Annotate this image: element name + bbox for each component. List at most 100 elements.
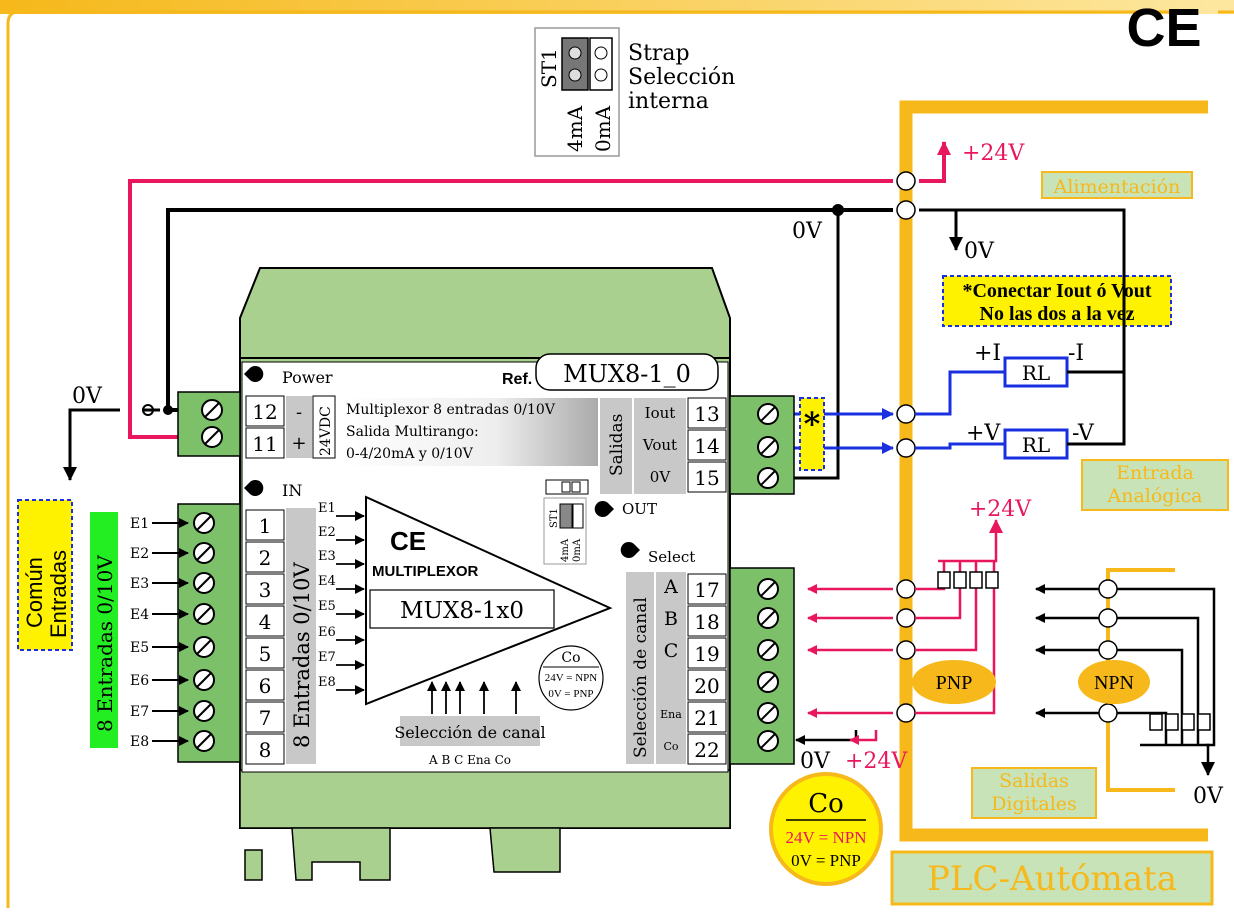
note-line-1: *Conectar Iout ó Vout [962,280,1151,302]
svg-text:5: 5 [259,642,272,666]
desc-line-1: Multiplexor 8 entradas 0/10V [346,402,556,418]
sel-box-label: Selección de canal [394,723,545,742]
strap-label: ST1 [537,48,561,88]
svg-text:0mA: 0mA [572,538,583,562]
svg-text:E4: E4 [318,574,336,589]
npn-label: NPN [1094,672,1134,694]
terminal-12: 12 [252,400,277,424]
co-big-title: Co [808,789,844,819]
strap-title-3: interna [628,89,709,114]
svg-text:Co: Co [561,650,580,666]
minus-i-label: -I [1068,341,1084,366]
desc-line-3: 0-4/20mA y 0/10V [346,446,474,462]
svg-text:E3: E3 [318,549,336,564]
npn-transistors [1149,713,1211,731]
svg-text:E1: E1 [130,516,149,532]
svg-text:6: 6 [259,674,272,698]
zero-v-bottom-label: 0V [1193,784,1224,809]
plus-v-label: +V [966,421,1001,446]
plc-automata-label: PLC-Autómata [927,859,1177,899]
strap-title-1: Strap [628,41,690,66]
svg-text:E4: E4 [130,607,149,623]
svg-text:17: 17 [694,578,719,602]
zero-v-tap-label: 0V [792,219,823,244]
plus24v-top-label: +24V [969,497,1032,522]
strap-opt-0ma: 0mA [591,105,615,152]
pnp-badge [912,660,996,704]
digitales-label: Digitales [991,793,1077,815]
screw-block-select [729,567,795,765]
out-label: OUT [622,500,657,518]
svg-text:4mA: 4mA [560,538,571,562]
plus24v-label: +24V [962,141,1025,166]
svg-text:Co: Co [663,740,678,753]
svg-text:2: 2 [259,546,272,570]
minus-v-label: -V [1072,421,1095,446]
ref-value: MUX8-1_0 [563,360,691,388]
svg-text:E6: E6 [318,625,336,640]
svg-text:E6: E6 [130,673,149,689]
svg-text:0V = PNP: 0V = PNP [548,688,593,700]
strap-title-2: Selección [628,65,735,90]
plc-bracket [899,100,1208,842]
in-label: IN [282,481,302,500]
pnp-transistors [937,571,999,589]
svg-text:Iout: Iout [645,404,676,422]
output-terminals: Iout Vout 0V 13 14 15 [642,397,727,493]
alimentacion-label: Alimentación [1053,176,1181,198]
salidas-label: Salidas [999,770,1069,792]
inputs-group-label: 8 Entradas 0/10V [290,562,314,748]
select-label: Select [648,548,695,566]
comun-line-1: Común [22,557,47,628]
mux-title: MULTIPLEXOR [372,563,479,580]
power-24v-wire [128,179,893,439]
plus-i-label: +I [974,341,1001,366]
svg-text:18: 18 [694,610,719,634]
svg-text:21: 21 [694,706,719,730]
svg-text:E5: E5 [318,599,336,614]
svg-text:E1: E1 [318,501,336,516]
pnp-label: PNP [936,672,973,694]
strap-selector: ST1 4mA 0mA [534,27,620,157]
left-zero-v-label: 0V [72,384,103,409]
sign-plus: + [291,433,306,454]
ref-label: Ref. [502,371,532,388]
ce-mark: CE [1126,0,1201,58]
svg-text:E7: E7 [130,704,149,720]
svg-text:24V = NPN: 24V = NPN [545,672,598,684]
svg-text:*: * [804,405,821,443]
svg-text:A: A [663,576,678,598]
co-big-line2: 0V = PNP [791,851,861,870]
strap-opt-4ma: 4mA [563,105,587,152]
zero-v-label: 0V [964,239,995,264]
sel-group-label: Selección de canal [631,597,651,758]
co-small-circle [538,645,604,711]
zero-v-co-label: 0V [800,749,831,774]
vdc-label: 24VDC [318,406,334,456]
terminal-11: 11 [252,432,277,456]
svg-text:B: B [664,608,678,630]
svg-text:7: 7 [259,706,272,730]
plus24v-co-label: +24V [845,749,908,774]
svg-text:0V: 0V [650,468,672,486]
page-frame [6,10,1196,908]
svg-text:22: 22 [694,738,719,762]
svg-text:ST1: ST1 [549,508,560,528]
terminal-13: 13 [694,402,719,426]
comun-line-2: Entradas [46,550,71,638]
screw-block-inputs [177,503,241,763]
salidas-group-label: Salidas [607,414,627,476]
terminal-15: 15 [694,466,719,490]
mux-ce: CE [390,526,426,556]
power-label: Power [282,368,333,387]
terminal-14: 14 [694,434,719,458]
sel-letters: A B C Ena Co [428,753,511,767]
svg-text:20: 20 [694,674,719,698]
svg-text:E2: E2 [318,525,336,540]
svg-text:4: 4 [259,610,272,634]
svg-text:E8: E8 [318,675,336,690]
